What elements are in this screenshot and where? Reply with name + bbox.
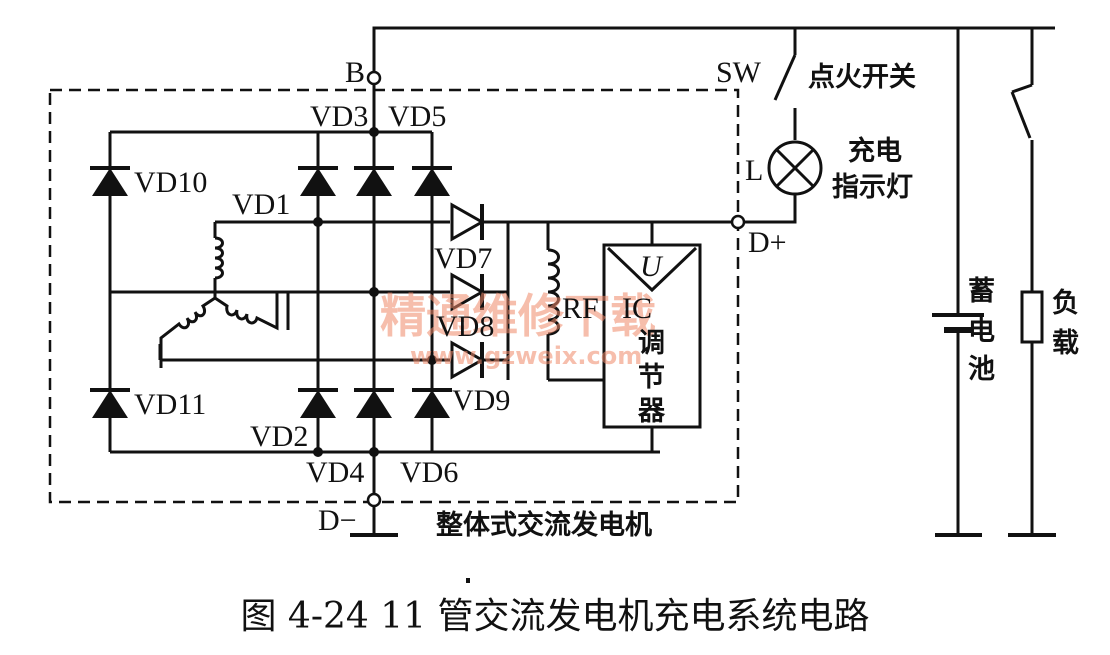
field-regulator [546, 222, 702, 452]
label-battery-3: 池 [968, 354, 995, 385]
label-regulator-IC: IC [622, 292, 652, 325]
label-alternator: 整体式交流发电机 [436, 509, 652, 541]
alternator-boundary [48, 88, 740, 504]
stator-winding [158, 222, 290, 368]
label-load-1: 负 [1052, 288, 1079, 319]
label-VD8: VD8 [436, 310, 494, 343]
label-VD2: VD2 [250, 420, 308, 453]
label-SW: SW [716, 56, 762, 89]
label-L: L [745, 154, 763, 187]
label-ignition-switch: 点火开关 [808, 62, 916, 93]
label-RF: RF [562, 292, 599, 325]
label-battery-1: 蓄 [968, 276, 995, 307]
label-VD9: VD9 [452, 384, 510, 417]
terminal-D-plus [730, 214, 746, 230]
label-charge-lamp-2: 指示灯 [832, 172, 913, 203]
label-VD10: VD10 [134, 166, 207, 199]
label-regulator-2: 节 [638, 362, 665, 393]
label-D-plus: D+ [748, 226, 787, 259]
label-VD4: VD4 [306, 456, 364, 489]
label-B: B [345, 56, 365, 89]
label-VD5: VD5 [388, 100, 446, 133]
watermark-url: www.gzweix.com [410, 342, 642, 370]
watermark-text: 精通维修下载 [380, 289, 656, 343]
label-battery-2: 电 [968, 316, 995, 347]
terminal-B [366, 70, 382, 86]
figure-caption: 图 4-24 11 管交流发电机充电系统电路 [240, 596, 869, 637]
label-regulator-1: 调 [638, 328, 665, 359]
label-load-2: 载 [1052, 328, 1079, 359]
terminal-D-minus [366, 492, 382, 508]
label-regulator-3: 器 [637, 396, 666, 427]
label-VD11: VD11 [134, 388, 206, 421]
label-VD7: VD7 [434, 242, 492, 275]
label-VD6: VD6 [400, 456, 458, 489]
label-VD3: VD3 [310, 100, 368, 133]
label-regulator-U: U [640, 250, 664, 283]
label-VD1: VD1 [232, 188, 290, 221]
external-wiring [350, 26, 1056, 537]
load-resistor-icon [1020, 290, 1044, 344]
label-charge-lamp-1: 充电 [848, 135, 902, 167]
rectifier-bridge [88, 80, 736, 496]
label-D-minus: D− [318, 504, 357, 537]
